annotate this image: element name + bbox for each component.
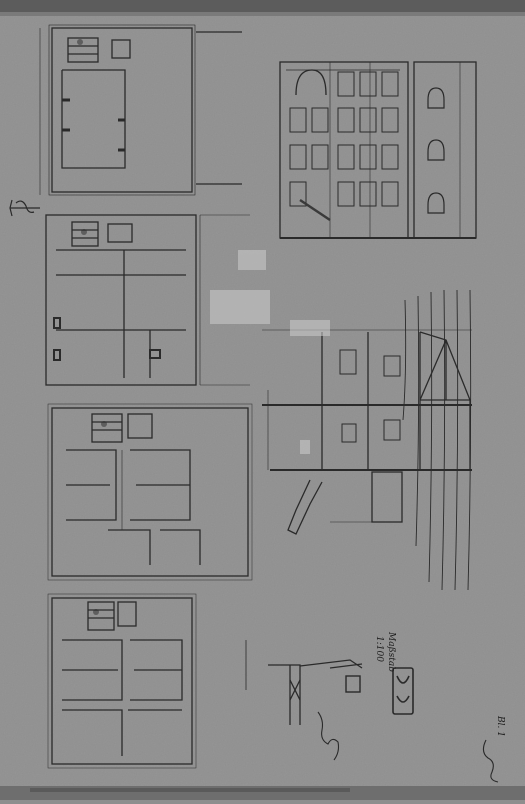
scale-value: 1:100	[374, 636, 384, 662]
construction-detail	[245, 640, 363, 725]
scale-label: Maßstab	[386, 632, 396, 672]
sheet-reference: Bl. 1	[495, 716, 505, 737]
building-section	[262, 329, 472, 535]
colour-bar	[30, 788, 350, 792]
floor-plan-ground	[47, 403, 253, 581]
scan-artifacts	[210, 250, 330, 454]
approval-stamp-icon	[392, 667, 414, 715]
floor-plan-top	[39, 24, 242, 196]
floor-plan-bottom	[47, 593, 197, 769]
dark-specks	[77, 39, 107, 615]
binding-strip	[0, 0, 525, 16]
facade-elevation	[279, 61, 477, 239]
north-arrow-icon	[9, 199, 40, 217]
floor-plan-upper	[45, 214, 250, 386]
signature-icon	[317, 711, 499, 783]
description-text-block	[402, 289, 472, 591]
